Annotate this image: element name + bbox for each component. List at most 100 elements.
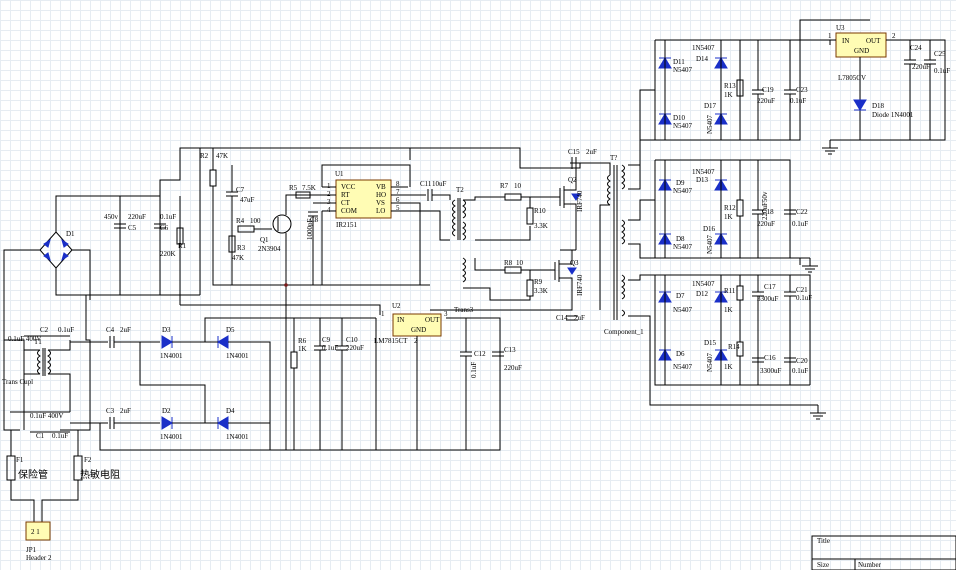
c22-ref: C22 — [796, 208, 808, 216]
r5-ref: R5 — [289, 184, 298, 192]
d7-part: N5407 — [673, 306, 693, 314]
ground-symbol-1 — [822, 140, 838, 155]
svg-text:3: 3 — [327, 198, 331, 206]
c4-ref: C4 — [106, 326, 115, 334]
r7-value: 10 — [514, 182, 522, 190]
q1-ref: Q1 — [260, 236, 269, 244]
title-block-size: Size — [817, 561, 829, 569]
svg-text:GND: GND — [854, 47, 869, 55]
mosfet-q2 — [559, 168, 581, 250]
r12-ref: R12 — [724, 204, 736, 212]
transistor-q1 — [272, 214, 292, 234]
f1-ref: F1 — [16, 456, 24, 464]
c7-value: 47uF — [240, 196, 255, 204]
d18-ref: D18 — [872, 102, 885, 110]
r11-value: 1K — [724, 306, 733, 314]
r14-ref: R14 — [728, 343, 740, 351]
svg-text:2 1: 2 1 — [31, 528, 40, 536]
svg-text:4: 4 — [327, 206, 331, 214]
resistor-r4 — [237, 225, 255, 233]
svg-text:HO: HO — [376, 191, 386, 199]
resistor-r3 — [228, 235, 236, 253]
fuse-f1 — [6, 455, 16, 481]
c9-value: 0.1uF — [322, 344, 338, 352]
c21-value: 0.1uF — [796, 294, 812, 302]
d17-ref: D17 — [704, 102, 717, 110]
ground-symbol-3 — [810, 405, 826, 420]
c4-value: 2uF — [120, 326, 131, 334]
d15-ref: D15 — [704, 339, 717, 347]
c12-ref: C12 — [474, 350, 486, 358]
diode-d3 — [161, 335, 173, 349]
c24-value: 220uF — [912, 63, 930, 71]
c5-voltage: 450v — [104, 213, 119, 221]
c14-value: 2uF — [574, 314, 585, 322]
transformer-main — [607, 164, 625, 320]
u1-pin-numbers: 1 2 3 4 8 7 6 5 — [327, 180, 400, 214]
svg-text:OUT: OUT — [866, 37, 881, 45]
r12-value: 1K — [724, 213, 733, 221]
t1-part: Trans Cupl — [2, 378, 33, 386]
bridge-diodes — [43, 238, 69, 262]
svg-text:N5407: N5407 — [706, 352, 714, 372]
c3-value: 2uF — [120, 407, 131, 415]
diode-d2 — [161, 416, 173, 430]
c13-value: 220uF — [504, 364, 522, 372]
c2-ref: C2 — [40, 326, 49, 334]
regulator-u3 — [835, 32, 887, 58]
resistor-r11 — [736, 285, 744, 301]
svg-text:N5407: N5407 — [706, 234, 714, 254]
svg-text:CT: CT — [341, 199, 351, 207]
svg-text:N5407: N5407 — [706, 114, 714, 134]
r11-ref: R11 — [724, 287, 736, 295]
r9-ref: R9 — [534, 278, 543, 286]
d18-part: Diode 1N4001 — [872, 111, 914, 119]
resistor-r7 — [504, 193, 522, 201]
c7-ref: C7 — [236, 186, 245, 194]
u1-ref: U1 — [335, 170, 344, 178]
resistor-r5 — [295, 191, 311, 199]
c11-ref: C11 — [420, 180, 432, 188]
d6-part: N5407 — [673, 363, 693, 371]
c19-value: 220uF — [757, 97, 775, 105]
svg-text:3: 3 — [444, 310, 448, 318]
c1-value: 0.1uF — [52, 432, 68, 440]
q3-part: IRF740 — [576, 274, 584, 296]
title-block — [811, 535, 956, 570]
c25-value: 0.1uF — [934, 67, 950, 75]
c12-value: 0.1uF — [470, 362, 478, 378]
t1-ref: T1 — [34, 338, 42, 346]
c6-value: 0.1uF — [160, 213, 176, 221]
d8-part: N5407 — [673, 243, 693, 251]
d14-ref: D14 — [696, 55, 709, 63]
c15-value: 2uF — [586, 148, 597, 156]
d3-part: 1N4001 — [160, 352, 183, 360]
c2-value: 0.1uF — [58, 326, 74, 334]
d5-part: 1N4001 — [226, 352, 249, 360]
svg-text:1: 1 — [327, 182, 331, 190]
title-block-title: Title — [817, 537, 830, 545]
r8-ref: R8 — [504, 259, 513, 267]
c21-ref: C21 — [796, 286, 808, 294]
r2-ref: R2 — [200, 152, 209, 160]
d3-ref: D3 — [162, 326, 171, 334]
c14-ref: C14 — [556, 314, 568, 322]
c20-ref: C20 — [796, 357, 808, 365]
r1-ref: R1 — [178, 242, 187, 250]
d14-part: 1N5407 — [692, 44, 715, 52]
transformer-t1 — [37, 348, 51, 376]
resistor-r1 — [176, 227, 184, 245]
svg-text:1: 1 — [828, 32, 832, 40]
c23-value: 0.1uF — [790, 97, 806, 105]
d4-ref: D4 — [226, 407, 235, 415]
u3-part: L7805CV — [838, 74, 866, 82]
r4-ref: R4 — [236, 217, 245, 225]
u2-part: LM7815CT — [374, 337, 408, 345]
c18-ref: C18 — [762, 208, 774, 216]
c17-value: 3300uF — [757, 295, 779, 303]
wire-bottom-rail — [55, 268, 200, 296]
c24-ref: C24 — [910, 44, 922, 52]
header-jp1 — [25, 521, 51, 541]
c8-ref: C8 — [310, 216, 319, 224]
svg-text:6: 6 — [396, 196, 400, 204]
